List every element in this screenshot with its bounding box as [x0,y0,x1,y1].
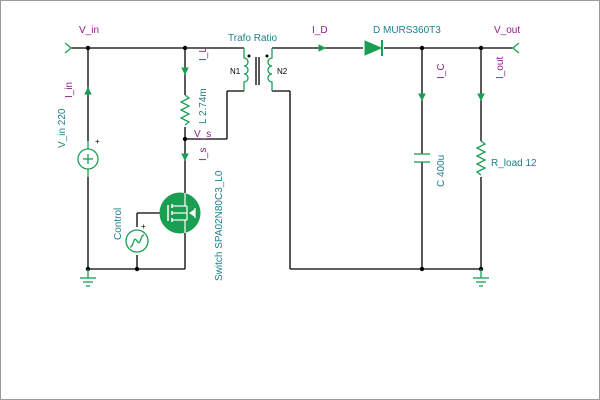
polarity-dot-icon [265,54,269,58]
arrow-down-icon [418,93,426,102]
ground-left [80,269,96,287]
diode-d[interactable] [364,40,383,56]
junctions [85,45,484,272]
current-arrows [84,44,485,162]
primary-winding-icon [243,48,249,91]
signal-source-icon [125,229,149,253]
junction-dot [85,45,91,51]
output-terminal-icon [511,42,520,54]
junction-dot [419,45,425,51]
label-n2: N2 [277,67,288,76]
label-i-in: I_in [64,82,75,98]
node-label-v-out: V_out [494,25,520,36]
control-source[interactable]: + [125,222,149,253]
label-v-in-source: V_in 220 [57,108,68,148]
label-control: Control [113,208,124,240]
label-n1: N1 [230,67,241,76]
transformer[interactable] [243,48,273,91]
label-i-l: I_L [198,47,209,61]
terminal-v-out[interactable] [511,42,520,54]
mosfet-switch[interactable] [159,192,201,234]
voltage-source-v-in[interactable]: + [77,137,100,177]
input-terminal-icon [64,42,73,54]
terminal-v-in[interactable] [64,42,73,54]
label-i-s: I_s [198,148,209,161]
resistor-r-load[interactable] [475,140,487,176]
junction-dot [134,266,140,272]
label-inductor: L 2.74m [198,88,209,124]
arrow-up-icon [84,86,92,95]
labels: V_in V_out V_s V_in 220 I_in I_L L 2.74m… [57,25,537,281]
label-switch: Switch SPA02N80C3_L0 [214,170,225,281]
arrow-right-icon [318,44,327,52]
label-i-c: I_C [436,63,447,79]
label-transformer: Trafo Ratio [228,33,278,44]
junction-dot [478,45,484,51]
capacitor-c[interactable] [414,153,430,163]
ground-right [473,269,489,287]
arrow-down-icon [181,153,189,162]
label-load: R_load 12 [491,158,537,169]
label-diode: D MURS360T3 [373,25,441,36]
junction-dot [182,45,188,51]
label-i-d: I_D [312,25,328,36]
inductor-l[interactable] [179,94,191,126]
diode-icon [364,40,383,56]
inductor-icon [179,94,191,126]
label-i-out: I_out [495,57,506,79]
secondary-winding-icon [267,48,273,91]
source-plus-sign: + [95,137,100,146]
waveform-icon [129,234,145,248]
node-label-v-in: V_in [79,25,99,36]
junction-dot [419,266,425,272]
label-capacitor: C 400u [436,155,447,187]
node-label-v-s: V_s [194,129,211,140]
resistor-icon [475,140,487,176]
polarity-dot-icon [247,54,251,58]
arrow-down-icon [181,67,189,76]
junction-dot [182,136,188,142]
arrow-down-icon [477,93,485,102]
control-plus-sign: + [141,222,146,231]
